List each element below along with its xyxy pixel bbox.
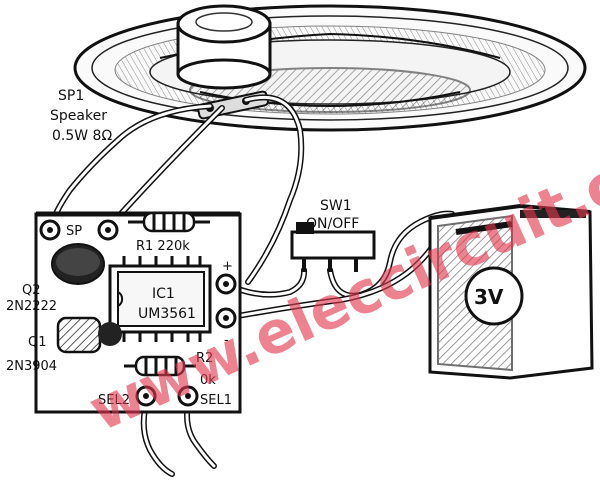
battery-voltage: 3V bbox=[474, 285, 504, 309]
q2-designator: Q2 bbox=[22, 283, 41, 298]
switch-designator: SW1 bbox=[320, 198, 352, 214]
transistor-q2 bbox=[51, 243, 105, 285]
q1-designator: Q1 bbox=[28, 335, 47, 350]
sp-pad-label: SP bbox=[66, 224, 82, 239]
plus-label: + bbox=[222, 259, 233, 274]
wires bbox=[47, 94, 473, 477]
resistor-r1 bbox=[128, 211, 210, 233]
wire-sel2 bbox=[140, 401, 175, 477]
wire-speaker-a bbox=[47, 103, 213, 231]
q1-part: 2N3904 bbox=[6, 359, 57, 374]
ic-part: UM3561 bbox=[138, 306, 196, 322]
minus-label: - bbox=[224, 333, 229, 348]
speaker-rating: 0.5W 8Ω bbox=[52, 128, 112, 144]
q2-part: 2N2222 bbox=[6, 299, 57, 314]
ic-um3561: IC1 UM3561 bbox=[108, 256, 212, 342]
wire-sel1 bbox=[184, 401, 217, 469]
switch-sw1: SW1 ON/OFF bbox=[290, 198, 376, 272]
r1-label: R1 220k bbox=[136, 239, 190, 254]
switch-function: ON/OFF bbox=[306, 216, 359, 232]
resistor-r2 bbox=[124, 355, 196, 377]
transistor-q1 bbox=[56, 316, 122, 354]
battery: 3V bbox=[428, 203, 594, 380]
sel2-label: SEL2 bbox=[98, 393, 130, 408]
r2-designator: R2 bbox=[196, 351, 213, 366]
r2-value: 0k bbox=[200, 373, 216, 388]
speaker-name: Speaker bbox=[50, 108, 107, 124]
ic-designator: IC1 bbox=[152, 286, 175, 302]
wire-plus-to-switch bbox=[223, 267, 308, 298]
wire-speaker-c bbox=[105, 105, 225, 231]
pcb-board: SP R1 220k IC1 UM3561 bbox=[6, 211, 242, 414]
sel1-label: SEL1 bbox=[200, 393, 232, 408]
speaker-designator: SP1 bbox=[58, 88, 84, 104]
speaker-label-group: SP1 Speaker 0.5W 8Ω bbox=[50, 88, 112, 144]
speaker-magnet bbox=[176, 4, 272, 90]
wire-speaker-b bbox=[243, 94, 305, 285]
speaker: SP1 Speaker 0.5W 8Ω bbox=[50, 4, 587, 144]
